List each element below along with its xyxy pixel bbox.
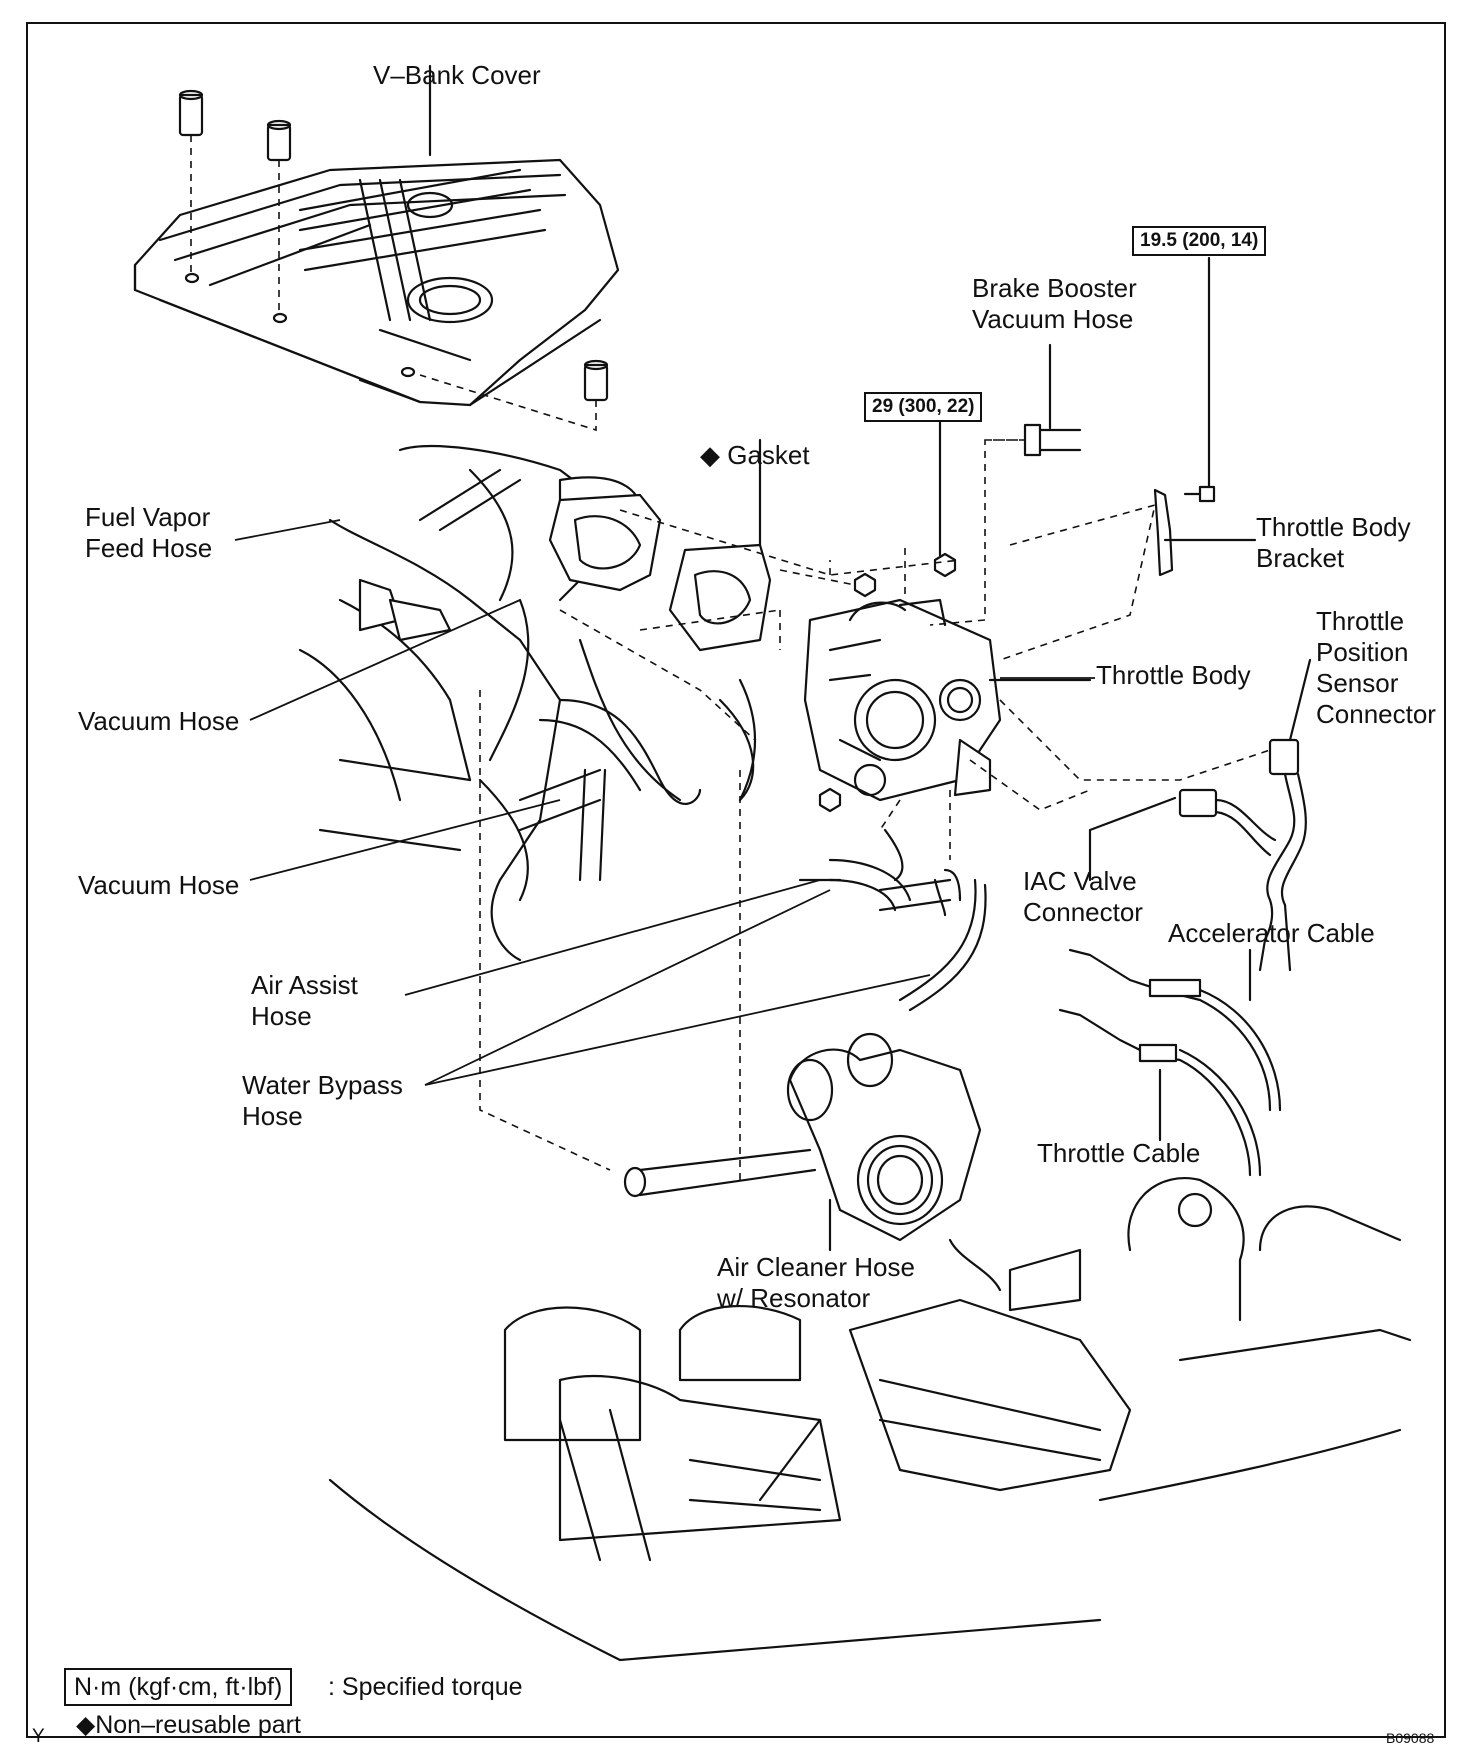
label-throttle-body-bracket: Throttle Body Bracket bbox=[1256, 512, 1411, 573]
label-water-bypass-hose: Water Bypass Hose bbox=[242, 1070, 403, 1131]
engine-bay-bottom bbox=[328, 1177, 1412, 1662]
torque-bracket-bolt: 19.5 (200, 14) bbox=[1132, 226, 1267, 256]
label-air-cleaner-hose: Air Cleaner Hose w/ Resonator bbox=[717, 1252, 915, 1313]
iac-connector-part bbox=[1088, 788, 1277, 882]
intake-manifold-part bbox=[298, 445, 757, 962]
label-vacuum-hose-lower: Vacuum Hose bbox=[78, 870, 240, 900]
torque-throttle-body-nut: 29 (300, 22) bbox=[864, 392, 983, 422]
label-throttle-cable: Throttle Cable bbox=[1037, 1138, 1201, 1168]
cables-part bbox=[1058, 948, 1282, 1177]
throttle-body-bracket-part bbox=[1153, 256, 1257, 577]
brake-booster-hose-part bbox=[1023, 343, 1082, 457]
label-fuel-vapor-feed-hose: Fuel Vapor Feed Hose bbox=[85, 502, 213, 563]
label-throttle-body: Throttle Body bbox=[1096, 660, 1251, 690]
corner-mark: Y bbox=[32, 1726, 45, 1747]
figure-id: B09088 bbox=[1386, 1730, 1435, 1746]
label-throttle-position-sensor-connector: Throttle Position Sensor Connector bbox=[1316, 606, 1436, 729]
label-vacuum-hose-upper: Vacuum Hose bbox=[78, 706, 240, 736]
legend-non-reusable: ◆Non–reusable part bbox=[76, 1711, 301, 1739]
label-air-assist-hose: Air Assist Hose bbox=[251, 970, 358, 1031]
legend-torque-text: : Specified torque bbox=[328, 1673, 523, 1701]
air-cleaner-hose-part bbox=[623, 1032, 1002, 1292]
label-accelerator-cable: Accelerator Cable bbox=[1168, 918, 1375, 948]
v-bank-cover-part bbox=[133, 64, 620, 407]
leader-lines bbox=[234, 519, 1095, 1086]
label-v-bank-cover: V–Bank Cover bbox=[373, 60, 541, 90]
legend-torque-unit: N·m (kgf·cm, ft·lbf) bbox=[64, 1668, 293, 1706]
nuts bbox=[818, 418, 957, 813]
dashed-guide-lines bbox=[190, 135, 1271, 1185]
throttle-body-part bbox=[803, 598, 1092, 802]
diagram-frame bbox=[26, 22, 1446, 1738]
tps-connector-part bbox=[1258, 658, 1312, 972]
gasket-part bbox=[548, 438, 772, 652]
label-brake-booster-vacuum-hose: Brake Booster Vacuum Hose bbox=[972, 273, 1137, 334]
label-gasket: ◆ Gasket bbox=[700, 440, 810, 470]
label-iac-valve-connector: IAC Valve Connector bbox=[1023, 866, 1143, 927]
